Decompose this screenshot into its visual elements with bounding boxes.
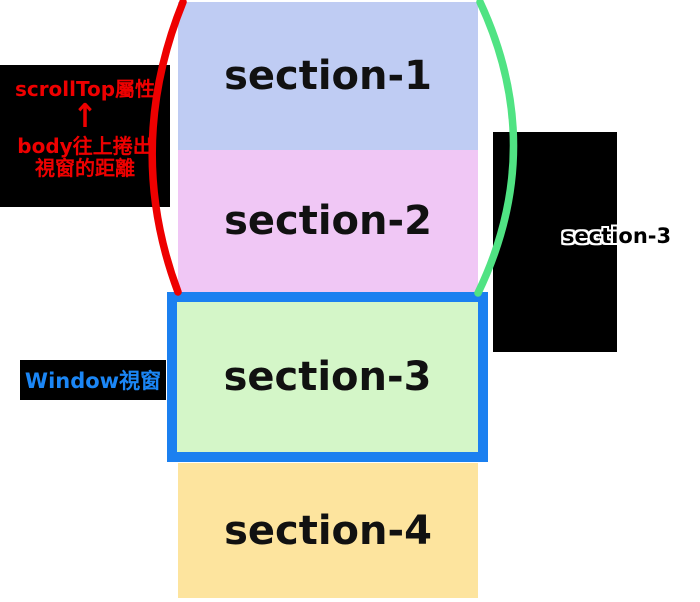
section-1-label: section-1 bbox=[224, 53, 432, 99]
up-arrow-icon: ↑ bbox=[72, 97, 98, 136]
section-4-block: section-4 bbox=[178, 463, 478, 598]
right-annotation-box: section-3 bbox=[493, 132, 671, 352]
window-label: Window視窗 bbox=[24, 369, 162, 393]
window-annotation-box: Window視窗 bbox=[20, 360, 166, 400]
scrolltop-title: scrollTop屬性 bbox=[14, 77, 156, 101]
section-3-label: section-3 bbox=[223, 354, 432, 400]
section-2-label: section-2 bbox=[224, 198, 432, 244]
scrolltop-desc-line1: body往上捲出 bbox=[17, 134, 153, 158]
section-4-label: section-4 bbox=[224, 507, 432, 554]
section-1-block: section-1 bbox=[178, 2, 478, 150]
section-2-block: section-2 bbox=[178, 150, 478, 292]
scrolltop-annotation-box: scrollTop屬性 ↑ body往上捲出 視窗的距離 bbox=[0, 65, 170, 207]
scrolltop-desc-line2: 視窗的距離 bbox=[35, 156, 135, 180]
right-outlined-label: section-3 bbox=[562, 224, 672, 248]
window-viewport-frame: section-3 bbox=[167, 292, 488, 462]
